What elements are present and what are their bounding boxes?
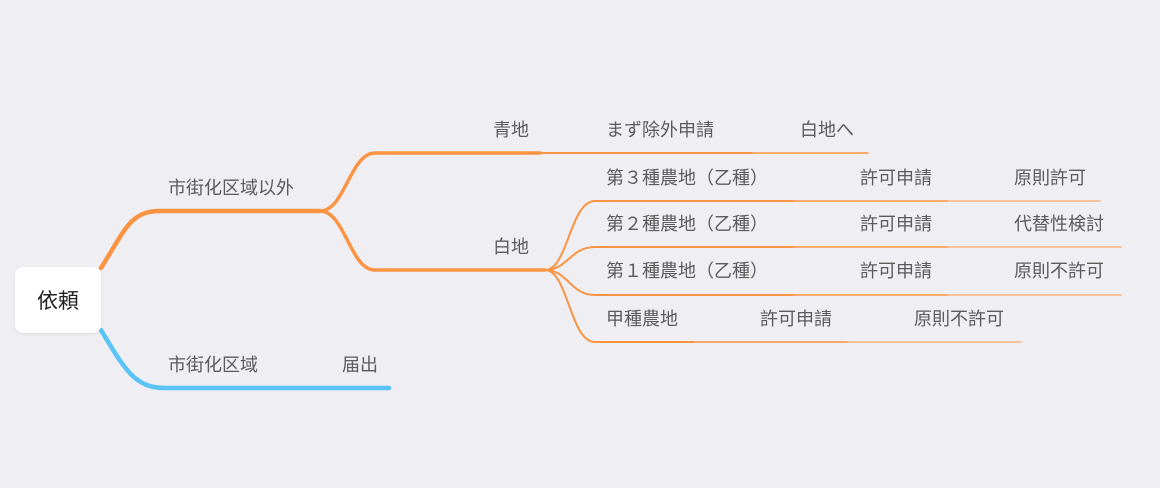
node-urban-step[interactable]: 届出 [342, 355, 378, 376]
node-koushu[interactable]: 甲種農地 [606, 309, 678, 330]
branch-shirochi-class3 [544, 200, 794, 271]
node-aochi-step[interactable]: まず除外申請 [606, 120, 714, 141]
branch-root-urban [98, 327, 392, 391]
node-aochi-result[interactable]: 白地へ [800, 120, 854, 141]
branch-outside-aochi [318, 151, 542, 213]
node-koushu-action[interactable]: 許可申請 [760, 309, 832, 330]
node-class1[interactable]: 第１種農地（乙種） [606, 261, 768, 282]
root-label: 依頼 [37, 289, 79, 313]
branch-shirochi-class1 [544, 269, 794, 296]
node-class3[interactable]: 第３種農地（乙種） [606, 168, 768, 189]
node-class1-action[interactable]: 許可申請 [860, 261, 932, 282]
node-urban[interactable]: 市街化区域 [168, 355, 258, 376]
node-koushu-result[interactable]: 原則不許可 [914, 309, 1004, 330]
node-outside-urban[interactable]: 市街化区域以外 [168, 178, 294, 199]
branch-root-outside [98, 208, 323, 271]
node-class2-action[interactable]: 許可申請 [860, 214, 932, 235]
node-shirochi[interactable]: 白地 [493, 237, 529, 258]
node-class3-result[interactable]: 原則許可 [1014, 168, 1086, 189]
node-class2[interactable]: 第２種農地（乙種） [606, 214, 768, 235]
root-node[interactable]: 依頼 [15, 267, 101, 333]
branch-outside-shirochi [318, 209, 547, 272]
branch-shirochi-class2 [544, 246, 794, 271]
node-class1-result[interactable]: 原則不許可 [1014, 261, 1104, 282]
node-class3-action[interactable]: 許可申請 [860, 168, 932, 189]
branch-shirochi-koushu [544, 269, 694, 343]
node-class2-result[interactable]: 代替性検討 [1014, 214, 1104, 235]
node-aochi[interactable]: 青地 [493, 120, 529, 141]
